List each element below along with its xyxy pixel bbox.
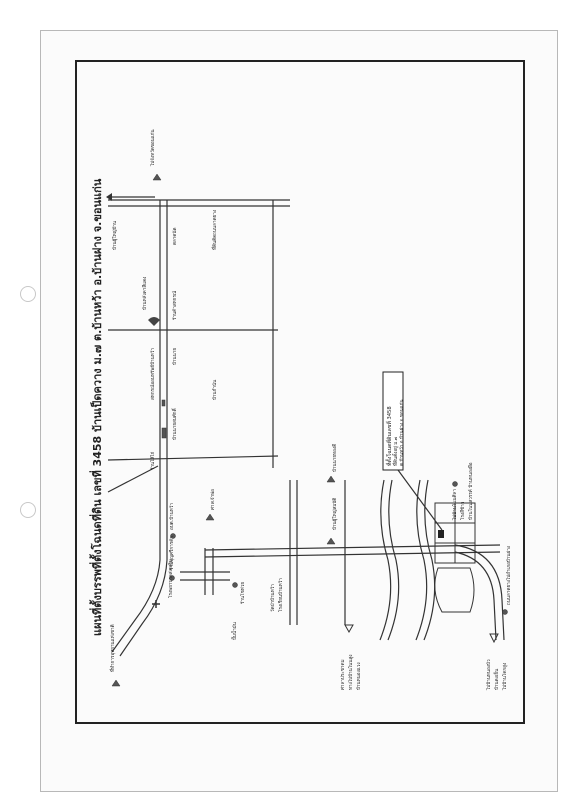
landmark-label: บ้านกำนัน bbox=[213, 379, 218, 400]
landmark-label: ศาลเจ้าพ่อ bbox=[211, 489, 216, 510]
landmark-label: โรงเรียนบ้านหว้า bbox=[279, 578, 284, 612]
landmark-label: บ้านนายสมศักดิ์ bbox=[173, 408, 178, 440]
landmark-label: ไปบ้านโนนศิลา bbox=[453, 489, 458, 520]
marker-circle-04 bbox=[452, 481, 458, 487]
landmark-label: บ้านหนองแวง bbox=[357, 662, 362, 690]
landmark-label: ศาลาประชาคม bbox=[341, 659, 346, 690]
punch-hole-top bbox=[20, 286, 36, 302]
stream-2 bbox=[415, 479, 428, 641]
marker-triangle-01 bbox=[111, 679, 121, 687]
arrow-down-lower-left bbox=[344, 624, 354, 634]
map-frame bbox=[75, 60, 525, 724]
lower-right-road bbox=[454, 551, 497, 641]
lower-main-road bbox=[204, 544, 501, 551]
marker-triangle-05 bbox=[326, 537, 336, 545]
lower-right-road-edge bbox=[454, 544, 505, 641]
arrow-up-top bbox=[106, 193, 112, 201]
landmark-label: ร้านบุญศรีการค้า bbox=[170, 536, 175, 570]
target-plot-marker bbox=[438, 530, 444, 538]
landmark-label: วัดป่าบ้านหว้า bbox=[271, 584, 276, 612]
cross-icon bbox=[152, 600, 160, 608]
landmark-label: ที่ดินติดถนนลาดยาง bbox=[213, 209, 218, 250]
infobox-line3: ต.บ้านหว้า อ.บ้านฝาง จ.ขอนแก่น bbox=[400, 399, 405, 466]
map-title: แผนที่ตั้งบรรพที่ตั้งโฉนดที่ดิน เลขที่ 3… bbox=[91, 178, 104, 636]
landmark-label: ไปบ้านโคกสูง bbox=[503, 662, 508, 690]
landmark-label: อบต.บ้านหว้า bbox=[170, 503, 175, 530]
landmark-label: ตลาดนัด bbox=[173, 227, 178, 246]
landmark-label: ร้านไส้ไก่ bbox=[151, 451, 156, 470]
document-sheet bbox=[40, 30, 558, 792]
temple-icon bbox=[148, 317, 160, 326]
parcel-outline bbox=[434, 567, 475, 613]
landmark-label: ร้านโชห่วย bbox=[241, 581, 246, 604]
punch-hole-bottom bbox=[20, 502, 36, 518]
landmark-label: ร้านค้าสหกรณ์ bbox=[173, 290, 178, 320]
landmark-label: บ้านผู้ใหญ่สมบัติ bbox=[333, 497, 338, 530]
marker-circle-02 bbox=[170, 533, 176, 539]
landmark-label: บ้านนาย bbox=[173, 347, 178, 365]
landmark-label: โรงสีข้าว bbox=[461, 501, 466, 520]
main-road-curve bbox=[111, 559, 161, 653]
landmark-label: สหกรณ์ออมทรัพย์บ้านหว้า bbox=[151, 348, 156, 400]
landmark-label: บ้านดงเย็น bbox=[495, 668, 500, 690]
landmark-label: บ้านหลังคาสีแดง bbox=[143, 276, 148, 310]
marker-square-01 bbox=[161, 427, 167, 439]
marker-circle-03 bbox=[232, 582, 238, 588]
arrow-down-lower-right bbox=[489, 633, 499, 644]
landmark-label: ไปจังหวัดขอนแก่น bbox=[151, 129, 156, 166]
landmark-label: ที่ทำการอุทยานแห่งชาติ bbox=[111, 624, 116, 672]
stream-1-edge bbox=[387, 479, 400, 641]
stream-2-edge bbox=[423, 479, 436, 641]
marker-square-02 bbox=[161, 399, 166, 407]
landmark-label: บ้านนายทองดี bbox=[333, 443, 338, 472]
landmark-label: ปั๊มน้ำมัน bbox=[233, 622, 238, 640]
cross-road-2-edge bbox=[107, 465, 159, 493]
landmark-label: บ้านโนนสวรรค์ บ้านหนองผือ bbox=[469, 462, 474, 521]
landmark-label: ไปบ้านหนองบัว bbox=[487, 659, 492, 690]
landmark-label: ทางไปบ้านโนนสูง bbox=[349, 654, 354, 690]
main-road-curve-edge bbox=[119, 559, 168, 657]
landmark-label: ถนนลาดยางไปอำเภอบ้านฝาง bbox=[507, 545, 512, 605]
cross-road-2 bbox=[107, 455, 279, 461]
marker-circle-01 bbox=[169, 575, 175, 581]
marker-triangle-03 bbox=[205, 513, 215, 521]
marker-triangle-02 bbox=[152, 173, 162, 181]
lower-main-road-edge bbox=[204, 551, 501, 558]
stream-1 bbox=[379, 479, 392, 641]
marker-triangle-04 bbox=[326, 475, 336, 483]
marker-circle-05 bbox=[502, 609, 508, 615]
landmark-label: บ้านผู้ใหญ่บ้าน bbox=[113, 220, 118, 250]
infobox-frame bbox=[382, 371, 404, 471]
